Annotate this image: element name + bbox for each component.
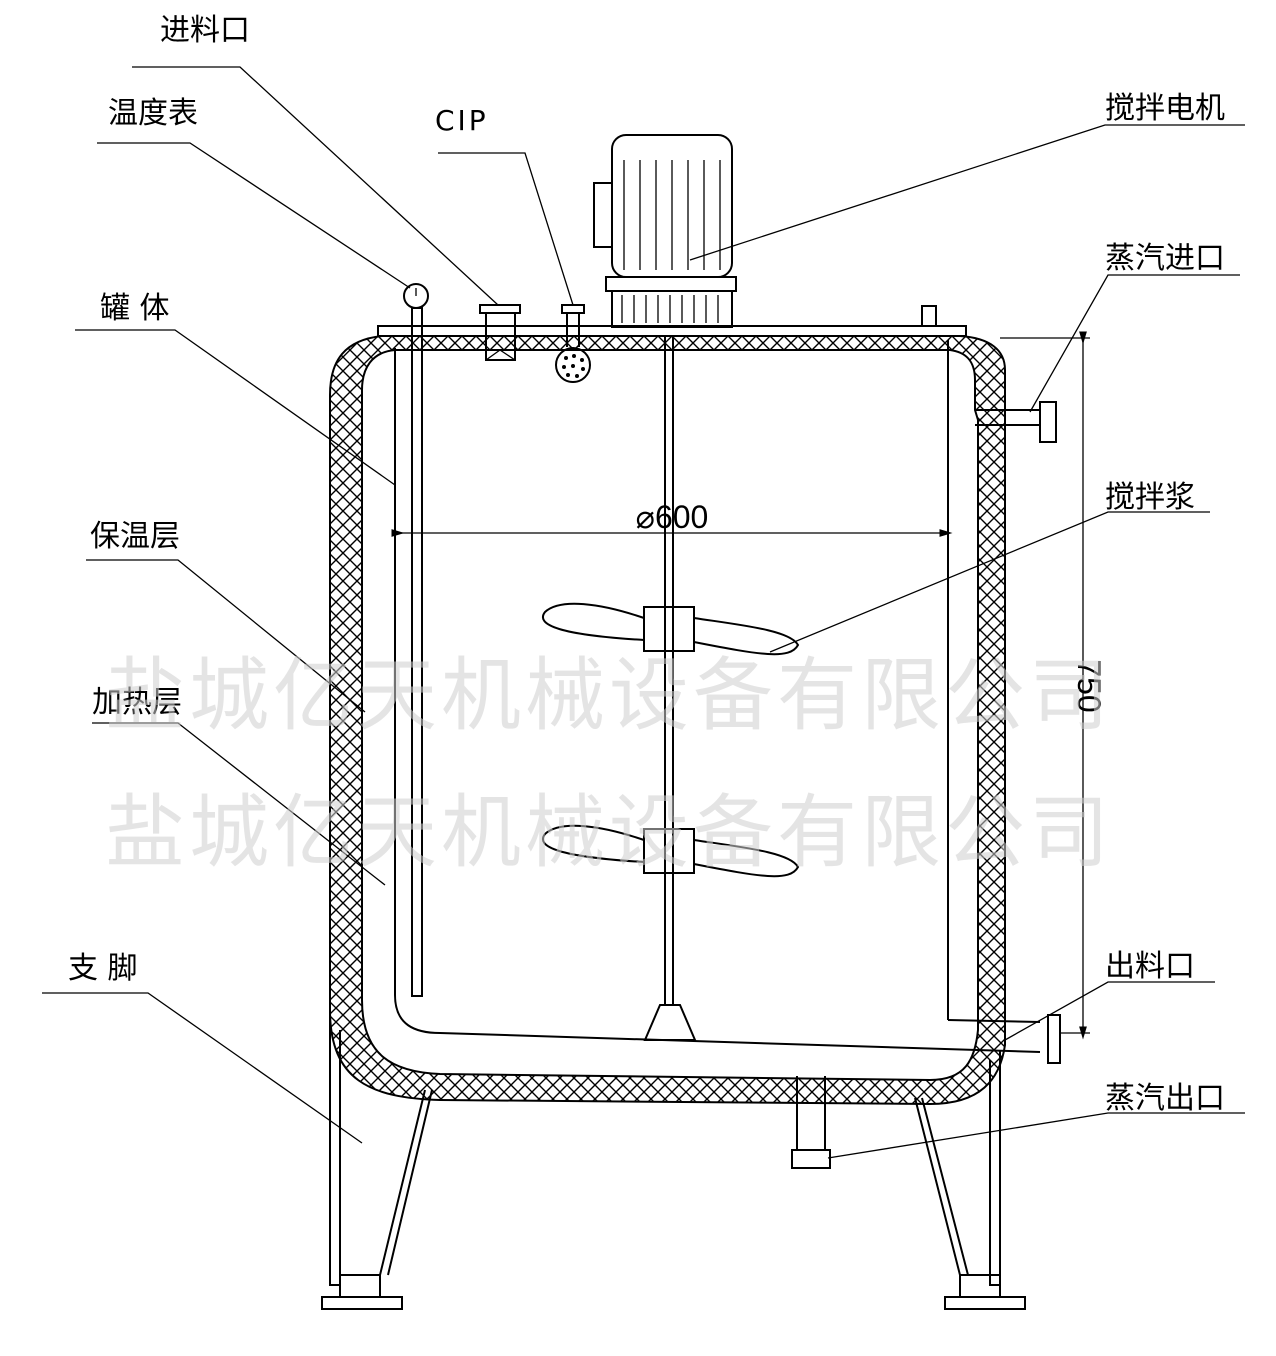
label-thermometer: 温度表 [108,96,198,131]
support-legs [321,1010,1026,1310]
agitator-blades [542,602,800,1041]
agitator-shaft [664,336,674,1005]
label-discharge-outlet: 出料口 [1105,949,1195,984]
label-insulation-layer: 保温层 [90,519,180,554]
label-heating-layer: 加热层 [92,685,182,720]
label-motor: 搅拌电机 [1105,91,1225,126]
leader-lines [42,66,1245,1159]
motor-shape [593,134,737,328]
thermometer-shape [403,283,429,997]
tank-body-shape [394,340,1041,1053]
label-steam-outlet: 蒸汽出口 [1105,1081,1225,1116]
label-steam-inlet: 蒸汽进口 [1105,241,1225,276]
label-feed-inlet: 进料口 [160,13,250,48]
lid-vent [921,305,937,327]
label-support-leg: 支 脚 [68,951,138,986]
label-agitator-blade: 搅拌浆 [1105,480,1195,515]
height-dimension: 750 [1071,659,1107,712]
label-tank-body: 罐 体 [100,291,170,326]
steam-inlet-nozzle [975,401,1057,443]
discharge-outlet-nozzle [1047,1014,1061,1064]
watermark-line-1: 盐城亿天机械设备有限公司 [105,649,1113,742]
feed-inlet-shape [479,304,521,361]
steam-outlet-nozzle [791,1076,831,1169]
label-cip: CIP [435,104,489,137]
diameter-dimension: ⌀600 [636,499,709,535]
insulation-layer-shape [329,335,1006,1106]
height-dimension-line [1000,331,1090,1040]
watermark-line-2: 盐城亿天机械设备有限公司 [105,786,1113,879]
